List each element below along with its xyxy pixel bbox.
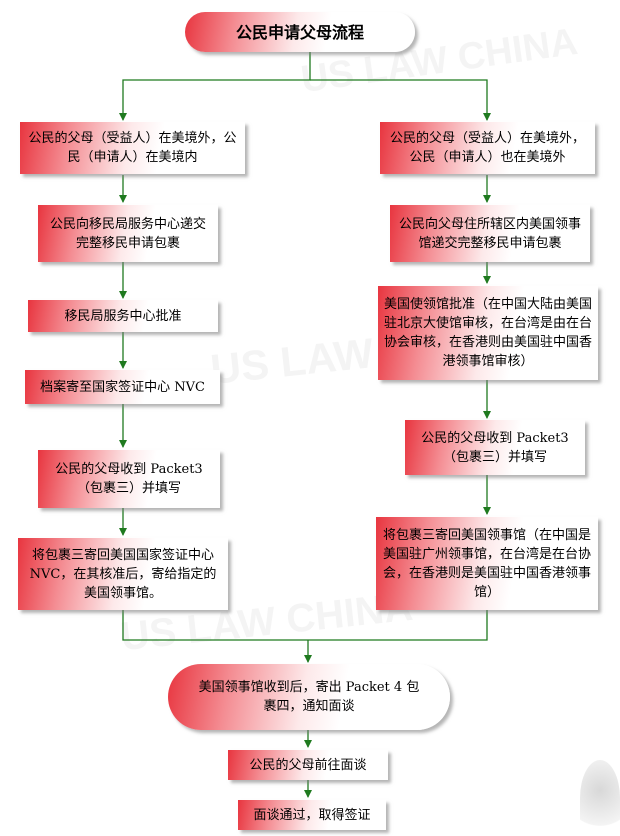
step-result-visa: 面谈通过，取得签证	[238, 800, 386, 830]
left-step-packet3: 公民的父母收到 Packet3（包裹三）并填写	[38, 450, 220, 508]
connector-title-right	[310, 80, 487, 120]
connector-title-left	[123, 52, 310, 120]
connector-merge	[123, 610, 487, 640]
right-step-submit: 公民向父母住所辖区内美国领事馆递交完整移民申请包裹	[390, 205, 590, 262]
merge-consulate-packet4: 美国领事馆收到后，寄出 Packet 4 包裹四，通知面谈	[168, 664, 450, 730]
right-step-approve: 美国使领馆批准（在中国大陆由美国驻北京大使馆审核，在台湾是由在台协会审核，在香港…	[378, 286, 598, 380]
left-step-return: 将包裹三寄回美国国家签证中心 NVC，在其核准后，寄给指定的美国领事馆。	[18, 538, 228, 610]
right-condition-box: 公民的父母（受益人）在美境外，公民（申请人）也在美境外	[380, 122, 595, 174]
left-step-approve: 移民局服务中心批准	[28, 300, 218, 332]
step-interview: 公民的父母前往面谈	[228, 750, 388, 780]
right-step-packet3: 公民的父母收到 Packet3（包裹三）并填写	[405, 420, 585, 475]
left-condition-box: 公民的父母（受益人）在美境外，公民（申请人）在美境内	[20, 122, 245, 174]
flowchart-title: 公民申请父母流程	[185, 12, 415, 52]
left-step-submit: 公民向移民局服务中心递交完整移民申请包裹	[38, 205, 218, 262]
right-step-return: 将包裹三寄回美国领事馆（在中国是美国驻广州领事馆，在台湾是在台协会，在香港则是美…	[376, 517, 598, 610]
left-step-nvc: 档案寄至国家签证中心 NVC	[25, 370, 220, 404]
